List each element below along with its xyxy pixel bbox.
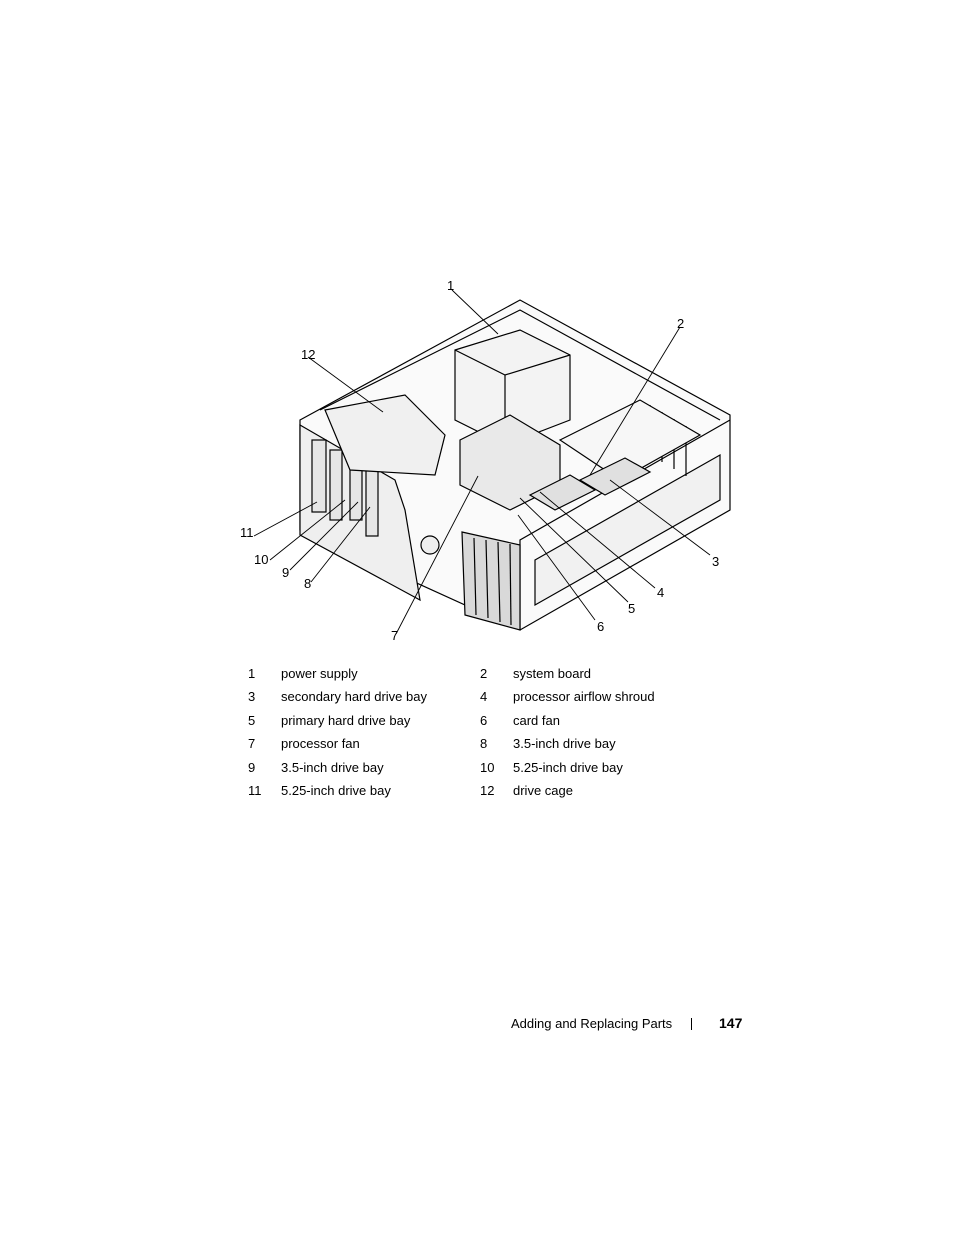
legend-label: processor airflow shroud — [513, 689, 655, 705]
callout-7: 7 — [391, 628, 399, 643]
legend-label: processor fan — [281, 736, 360, 752]
chassis-illustration: 1 2 3 4 5 6 7 8 9 10 11 12 — [230, 270, 750, 650]
legend-table: 1 power supply 2 system board 3 secondar… — [246, 664, 726, 804]
legend-row: 1 power supply 2 system board — [246, 664, 726, 687]
legend-number: 3 — [248, 689, 256, 705]
legend-number: 4 — [480, 689, 488, 705]
chassis-drawing — [253, 289, 731, 635]
legend-number: 6 — [480, 712, 488, 728]
legend-row: 9 3.5-inch drive bay 10 5.25-inch drive … — [246, 758, 726, 781]
legend-row: 7 processor fan 8 3.5-inch drive bay — [246, 734, 726, 757]
callout-11: 11 — [240, 525, 254, 540]
legend-row: 5 primary hard drive bay 6 card fan — [246, 711, 726, 734]
legend-label: 3.5-inch drive bay — [513, 736, 616, 752]
callout-9: 9 — [282, 565, 290, 580]
callout-2: 2 — [677, 316, 685, 331]
legend-number: 10 — [480, 759, 495, 775]
callout-10: 10 — [254, 552, 269, 567]
callout-6: 6 — [597, 619, 605, 634]
callout-3: 3 — [712, 554, 720, 569]
legend-number: 1 — [248, 666, 256, 681]
legend-label: system board — [513, 666, 592, 681]
footer-divider — [691, 1018, 692, 1030]
callout-12: 12 — [301, 347, 316, 362]
legend-label: card fan — [513, 712, 560, 728]
legend-number: 5 — [248, 712, 256, 728]
legend-number: 2 — [480, 666, 488, 681]
legend-row: 3 secondary hard drive bay 4 processor a… — [246, 687, 726, 710]
callout-8: 8 — [304, 576, 312, 591]
legend-number: 11 — [248, 782, 262, 798]
legend-label: 5.25-inch drive bay — [281, 782, 391, 798]
legend-number: 12 — [480, 782, 495, 798]
footer-section-title: Adding and Replacing Parts — [511, 1016, 673, 1031]
callout-1: 1 — [447, 278, 455, 293]
legend-label: secondary hard drive bay — [281, 689, 427, 705]
legend-number: 9 — [248, 759, 256, 775]
legend-label: 3.5-inch drive bay — [281, 759, 384, 775]
legend-number: 7 — [248, 736, 256, 752]
legend-label: power supply — [281, 666, 358, 681]
legend-label: 5.25-inch drive bay — [513, 759, 623, 775]
callout-4: 4 — [657, 585, 665, 600]
legend-number: 8 — [480, 736, 488, 752]
callout-5: 5 — [628, 601, 636, 616]
legend-label: primary hard drive bay — [281, 712, 411, 728]
legend-row: 11 5.25-inch drive bay 12 drive cage — [246, 781, 726, 804]
page-number: 147 — [719, 1015, 743, 1031]
legend-label: drive cage — [513, 782, 573, 798]
